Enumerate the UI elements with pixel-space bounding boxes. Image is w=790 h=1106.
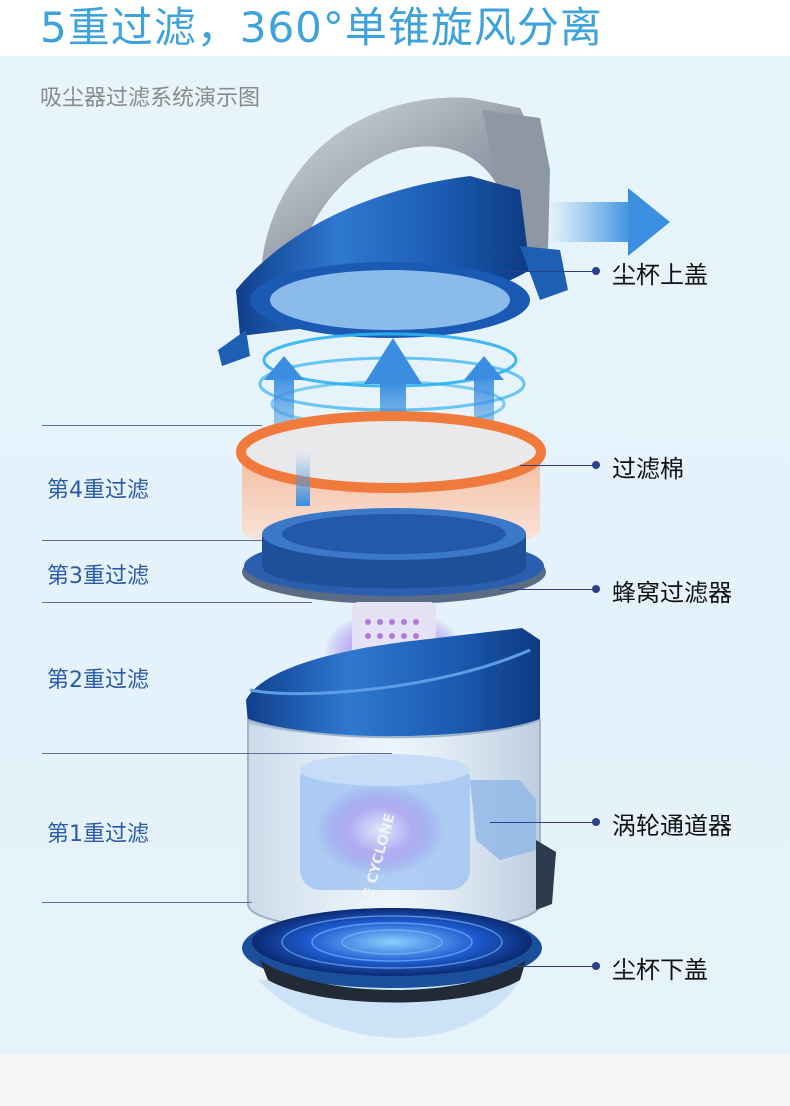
dust-cup-bottom-lid <box>242 908 542 1038</box>
stage-3-label: 第3重过滤 <box>47 564 149 589</box>
part-label-bottom-lid: 尘杯下盖 <box>612 956 708 984</box>
part-label-turbo-channel: 涡轮通道器 <box>612 812 732 840</box>
callout-line-upper-lid <box>500 271 594 272</box>
exhaust-arrow <box>548 188 670 256</box>
stage-divider <box>42 602 312 603</box>
stage-2-label: 第2重过滤 <box>47 668 149 693</box>
honeycomb-filter <box>242 508 546 604</box>
callout-line-honeycomb-filter <box>500 589 594 590</box>
stage-divider <box>42 902 252 903</box>
footer-strip <box>0 1054 790 1106</box>
dust-cup-lid <box>218 97 568 366</box>
part-label-honeycomb-filter: 蜂窝过滤器 <box>612 579 732 607</box>
callout-dot-turbo-channel <box>592 818 600 826</box>
stage-4-label: 第4重过滤 <box>47 478 149 503</box>
part-label-filter-cotton: 过滤棉 <box>612 455 684 483</box>
dust-cup-body: SINGLE CYCLONE <box>246 628 556 945</box>
callout-dot-filter-cotton <box>592 461 600 469</box>
callout-dot-honeycomb-filter <box>592 585 600 593</box>
headline-band: 5重过滤，360°单锥旋风分离 <box>0 0 790 56</box>
stage-divider <box>42 540 262 541</box>
callout-line-filter-cotton <box>520 465 594 466</box>
headline: 5重过滤，360°单锥旋风分离 <box>40 3 603 52</box>
stage-divider <box>42 425 262 426</box>
stage-1-label: 第1重过滤 <box>47 822 149 847</box>
callout-dot-upper-lid <box>592 267 600 275</box>
stage-divider <box>42 753 392 754</box>
subtitle: 吸尘器过滤系统演示图 <box>40 86 261 111</box>
part-label-upper-lid: 尘杯上盖 <box>612 261 708 289</box>
callout-line-bottom-lid <box>490 966 594 967</box>
callout-line-turbo-channel <box>490 822 594 823</box>
callout-dot-bottom-lid <box>592 962 600 970</box>
